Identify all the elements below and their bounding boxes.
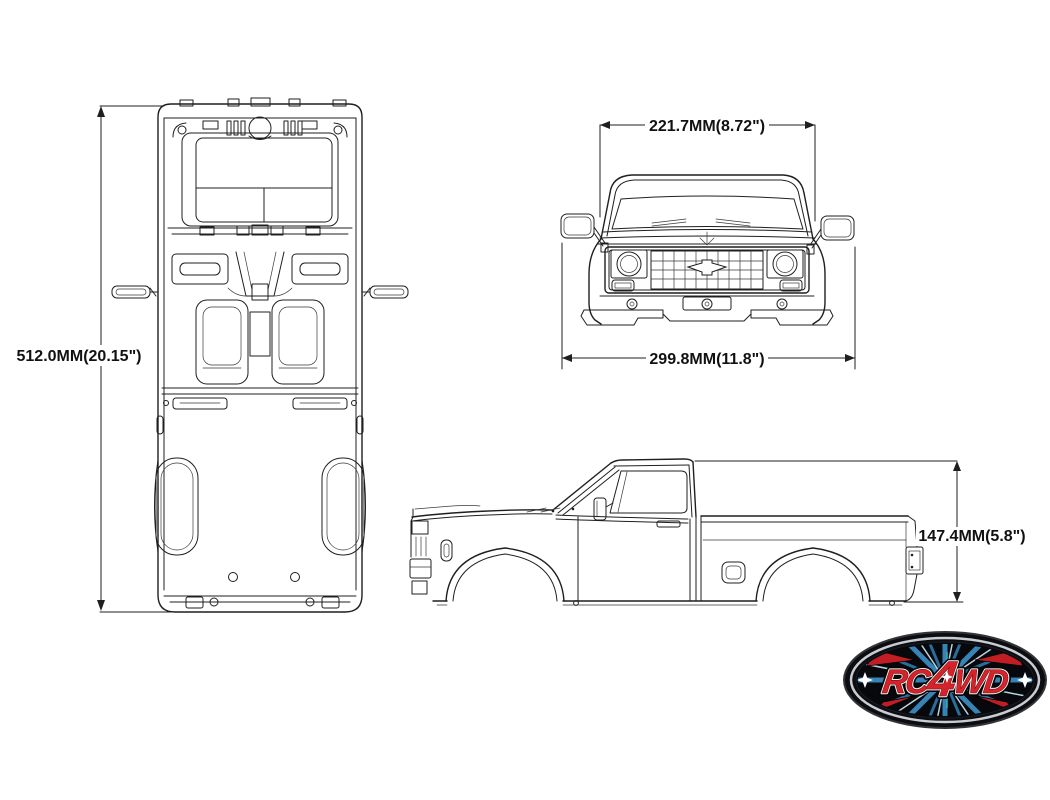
top-view-length-dimension: 512.0MM(20.15"): [11, 105, 178, 613]
svg-text:RC4WD: RC4WD: [879, 651, 1012, 707]
rear-wheel-arch: [755, 547, 871, 602]
front-body-post-hole: [248, 116, 272, 140]
front-view-drawing: [560, 174, 855, 326]
door-window: [609, 470, 688, 514]
logo-center-star: [941, 671, 953, 683]
windshield: [611, 195, 804, 230]
right-headlight: [772, 251, 798, 277]
svg-text:RC4WD: RC4WD: [879, 651, 1012, 707]
front-wheel-arch: [445, 547, 565, 602]
rear-body-post-hole: [228, 572, 238, 582]
wipers: [651, 218, 751, 227]
right-headlight-bezel: [766, 249, 804, 279]
left-wheel-well: [155, 457, 199, 556]
svg-text:RC4WD: RC4WD: [879, 651, 1012, 707]
front-valance: [580, 295, 834, 326]
front-end-details: [409, 516, 453, 595]
rear-body-post-hole: [290, 572, 300, 582]
top-view-length-label: 512.0MM(20.15"): [17, 348, 142, 365]
right-wheel-well: [321, 457, 365, 556]
logo-star-right: [1017, 672, 1033, 688]
left-turn-signal: [611, 279, 635, 292]
side-view-drawing: [409, 458, 924, 606]
right-mirror-top-view: [361, 285, 409, 299]
logo-starburst: [858, 644, 1032, 716]
left-mirror-front-view: [560, 213, 609, 253]
cowl-band: [167, 224, 353, 236]
hood-front-tabs: [179, 97, 347, 107]
front-view-cab-width-label: 221.7MM(8.72"): [649, 118, 765, 135]
bowtie-emblem: [686, 259, 728, 276]
top-view-drawing: [111, 97, 409, 613]
front-corner-details: [172, 116, 348, 140]
side-view-height-label: 147.4MM(5.8"): [918, 528, 1025, 545]
fuel-filler: [721, 561, 746, 584]
logo-wordmark: RC4WD RC4WD RC4WD: [877, 648, 1013, 710]
fender-marker-light: [440, 539, 453, 562]
right-turn-signal: [779, 279, 803, 292]
left-headlight-bezel: [610, 249, 648, 279]
front-view-overall-width-dimension: 299.8MM(11.8"): [561, 242, 856, 370]
cab-back-panel: [161, 387, 359, 395]
hood-crease: [699, 231, 715, 246]
dashboard-detail: [171, 251, 349, 301]
side-mirror-side-view: [593, 497, 614, 521]
left-mirror-top-view: [111, 285, 159, 299]
right-mirror-front-view: [806, 215, 855, 255]
side-wipers: [526, 507, 561, 513]
grille-assembly: [604, 246, 810, 294]
rc4wd-logo: RC4WD RC4WD RC4WD: [843, 631, 1047, 729]
seats-detail: [195, 299, 325, 385]
front-view-cab-width-dimension: 221.7MM(8.72"): [599, 114, 816, 222]
door-handle: [656, 520, 681, 528]
left-headlight: [616, 251, 642, 277]
front-view-overall-width-label: 299.8MM(11.8"): [649, 351, 764, 368]
bed-detail: [154, 397, 366, 609]
side-view-height-dimension: 147.4MM(5.8"): [694, 460, 1028, 603]
logo-star-left: [857, 672, 873, 688]
logo-ring: [849, 636, 1041, 724]
taillight: [905, 546, 924, 575]
rear-end-details: [904, 515, 924, 602]
hood-panel: [181, 132, 339, 227]
